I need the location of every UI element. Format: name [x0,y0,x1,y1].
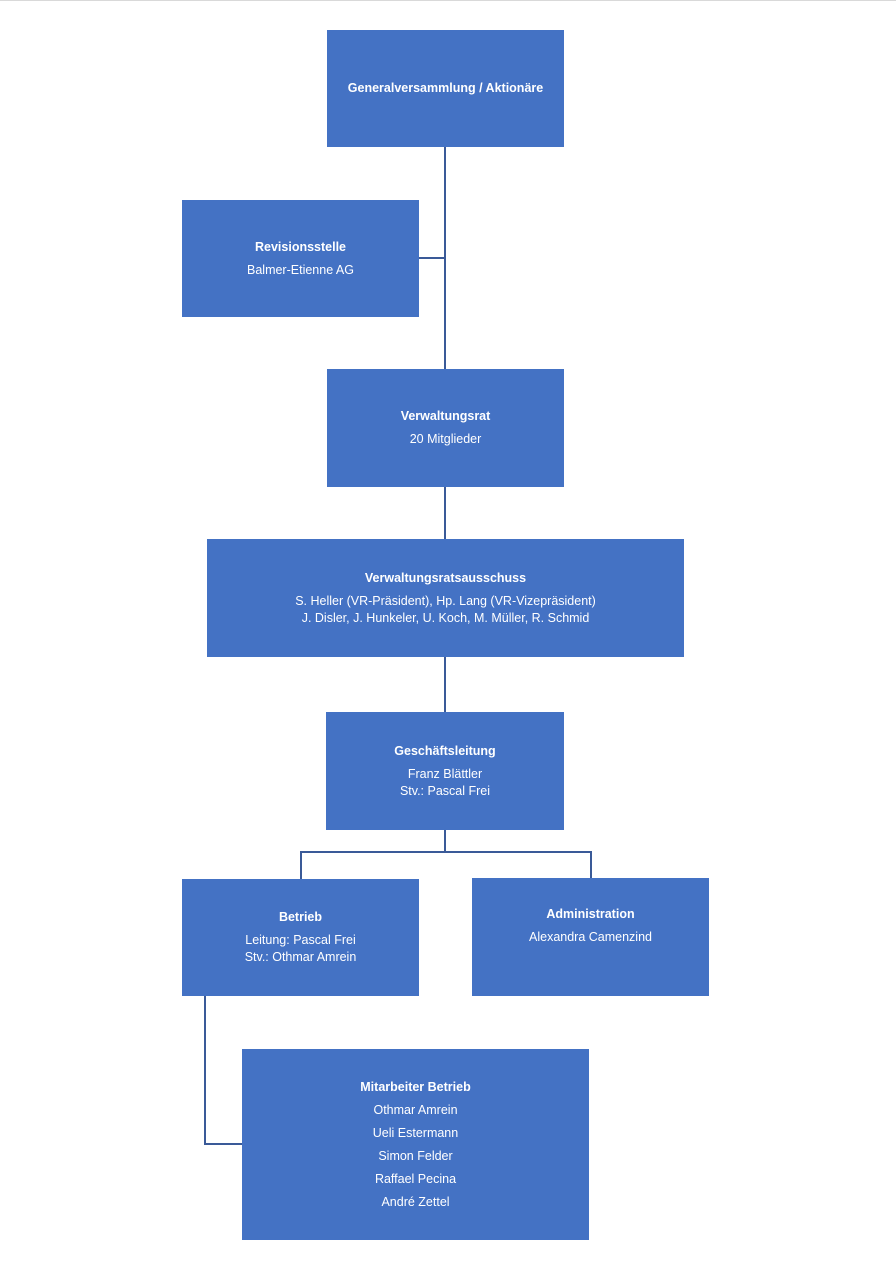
box-title: Verwaltungsrat [400,409,491,423]
box-title: Generalversammlung / Aktionäre [347,81,544,95]
box-betrieb: Betrieb Leitung: Pascal Frei Stv.: Othma… [182,879,419,996]
box-line: S. Heller (VR-Präsident), Hp. Lang (VR-V… [295,593,596,608]
box-line: Franz Blättler [407,766,483,781]
box-line: Simon Felder [378,1148,453,1163]
box-title: Administration [546,907,635,921]
box-title: Verwaltungsratsausschuss [364,570,527,585]
box-administration: Administration Alexandra Camenzind [472,878,709,996]
box-title: Revisionsstelle [254,239,346,254]
box-mitarbeiter-betrieb: Mitarbeiter Betrieb Othmar Amrein Ueli E… [242,1049,589,1240]
box-line: André Zettel [381,1194,450,1209]
box-line: Stv.: Pascal Frei [399,783,491,798]
box-title: Mitarbeiter Betrieb [360,1079,471,1094]
box-line: Stv.: Othmar Amrein [244,950,357,964]
box-line: J. Disler, J. Hunkeler, U. Koch, M. Müll… [301,610,590,625]
box-title: Betrieb [278,910,323,924]
box-geschaeftsleitung: Geschäftsleitung Franz Blättler Stv.: Pa… [326,712,564,830]
box-line: Leitung: Pascal Frei [245,933,356,947]
box-generalversammlung: Generalversammlung / Aktionäre [327,30,564,147]
box-line: Raffael Pecina [374,1171,457,1186]
box-revisionsstelle: Revisionsstelle Balmer-Etienne AG [182,200,419,317]
box-line: 20 Mitglieder [409,432,482,446]
box-title: Geschäftsleitung [394,743,496,758]
box-line: Ueli Estermann [372,1125,459,1140]
box-verwaltungsrat: Verwaltungsrat 20 Mitglieder [327,369,564,487]
box-line: Othmar Amrein [373,1102,458,1117]
box-line: Balmer-Etienne AG [247,262,354,277]
box-verwaltungsratsausschuss: Verwaltungsratsausschuss S. Heller (VR-P… [207,539,684,657]
box-line: Alexandra Camenzind [529,930,652,944]
top-border-line [0,0,896,1]
